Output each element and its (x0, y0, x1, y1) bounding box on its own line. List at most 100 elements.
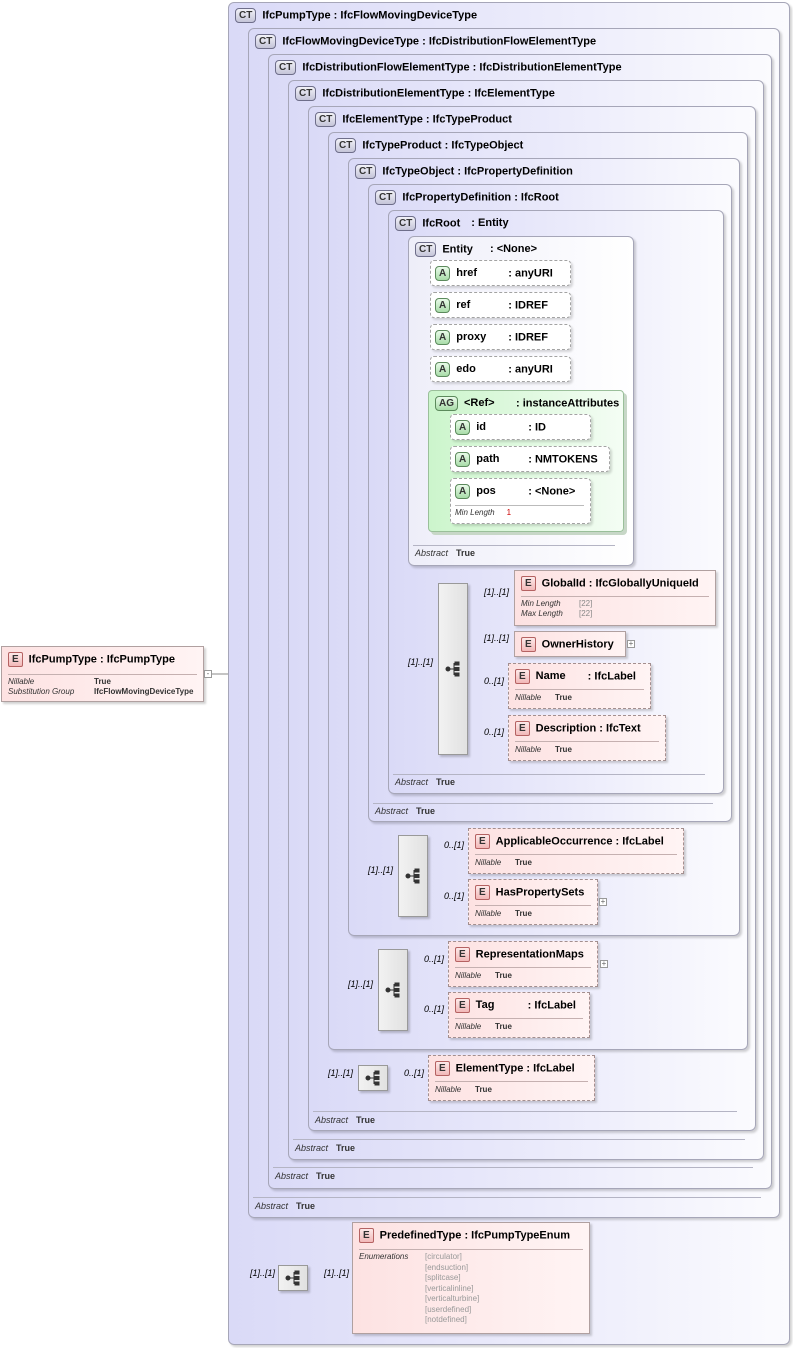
abstract-label: Abstract (315, 1115, 349, 1125)
type-base: : IfcTypeObject (444, 139, 524, 152)
enumerations-label: Enumerations (359, 1252, 409, 1261)
type-base: : Entity (471, 217, 509, 230)
cardinality: [1]..[1] (484, 633, 510, 643)
type-name: IfcDistributionElementType (322, 87, 465, 100)
element-type: : IfcLabel (526, 1062, 575, 1075)
complex-type-badge: CT (355, 164, 377, 179)
sequence-icon (405, 868, 420, 884)
element-name-label: Name (535, 670, 566, 683)
cardinality: 0..[1] (444, 891, 465, 901)
enum-value: [circulator] (425, 1252, 462, 1261)
abstract-label: Abstract (295, 1143, 329, 1153)
sequence-compositor[interactable] (278, 1265, 308, 1291)
element-badge: E (521, 576, 536, 591)
type-base: : IfcDistributionElementType (472, 61, 622, 74)
nillable-label: Nillable (515, 745, 542, 754)
abstract-value: True (316, 1171, 336, 1181)
cardinality: 0..[1] (424, 1004, 445, 1014)
cardinality: [1]..[1] (348, 979, 374, 989)
enum-value: [verticalturbine] (425, 1294, 480, 1303)
expand-toggle[interactable]: + (599, 897, 607, 906)
attribute-name: id (476, 421, 487, 434)
expand-toggle[interactable]: + (627, 639, 635, 648)
cardinality: [1]..[1] (408, 657, 434, 667)
sequence-compositor[interactable] (378, 949, 408, 1031)
attribute-badge: A (435, 330, 451, 345)
attribute-type: : NMTOKENS (528, 453, 598, 466)
sequence-compositor[interactable] (358, 1065, 388, 1091)
type-name: IfcTypeObject (382, 165, 455, 178)
element-name: RepresentationMaps (475, 948, 584, 961)
enum-value: [endsuction] (425, 1262, 469, 1272)
attribute-group-type: : instanceAttributes (516, 397, 620, 410)
element-name: IfcPumpType (28, 653, 97, 666)
type-base: : IfcDistributionFlowElementType (422, 35, 597, 48)
type-name: IfcRoot (422, 217, 461, 230)
element-badge: E (8, 652, 23, 667)
abstract-value: True (336, 1143, 356, 1153)
complex-type-badge: CT (275, 60, 297, 75)
attribute-type: : anyURI (508, 267, 553, 280)
attribute-type: : IDREF (508, 331, 548, 344)
attribute-badge: A (455, 452, 471, 467)
cardinality: [1]..[1] (368, 865, 394, 875)
enum-value: [verticalinline] (425, 1283, 474, 1293)
enum-value: [notdefined] (425, 1315, 467, 1324)
cardinality: [1]..[1] (328, 1068, 354, 1078)
cardinality: [1]..[1] (250, 1268, 276, 1278)
attribute-type: : IDREF (508, 299, 548, 312)
min-length-value: 1 (506, 508, 512, 517)
nillable-label: Nillable (475, 858, 502, 867)
cardinality: [1]..[1] (324, 1268, 350, 1278)
attribute-name: ref (456, 299, 471, 312)
type-base: : IfcFlowMovingDeviceType (333, 9, 478, 22)
attribute-name: proxy (456, 331, 487, 344)
attribute-badge: A (455, 484, 471, 499)
type-base: : <None> (489, 243, 538, 256)
nillable-label: Nillable (475, 909, 502, 918)
nillable-value: True (555, 745, 572, 754)
cardinality: 0..[1] (484, 727, 505, 737)
attribute-badge: A (435, 266, 451, 281)
nillable-value: True (475, 1085, 492, 1094)
type-base: : IfcElementType (467, 87, 555, 100)
abstract-value: True (436, 777, 456, 787)
attribute-badge: A (455, 420, 471, 435)
sequence-icon (445, 661, 460, 677)
sequence-compositor[interactable] (398, 835, 428, 917)
element-type: : IfcPumpTypeEnum (464, 1229, 570, 1242)
type-name: IfcFlowMovingDeviceType (282, 35, 420, 48)
min-length-label: Min Length (521, 599, 561, 608)
nillable-value: True (94, 677, 111, 686)
attribute-group-badge: AG (435, 396, 458, 411)
attribute-group-name: <Ref> (464, 397, 495, 410)
element-name: ApplicableOccurrence (495, 835, 613, 848)
sequence-icon (285, 1270, 300, 1286)
element-badge: E (475, 834, 490, 849)
attribute-type: : anyURI (508, 363, 553, 376)
sequence-compositor[interactable] (438, 583, 468, 755)
attribute-name: edo (456, 363, 476, 376)
attribute-type: : <None> (528, 485, 576, 498)
collapse-toggle[interactable]: - (204, 670, 212, 678)
element-type: : IfcText (599, 722, 641, 735)
expand-toggle[interactable]: + (600, 959, 608, 968)
